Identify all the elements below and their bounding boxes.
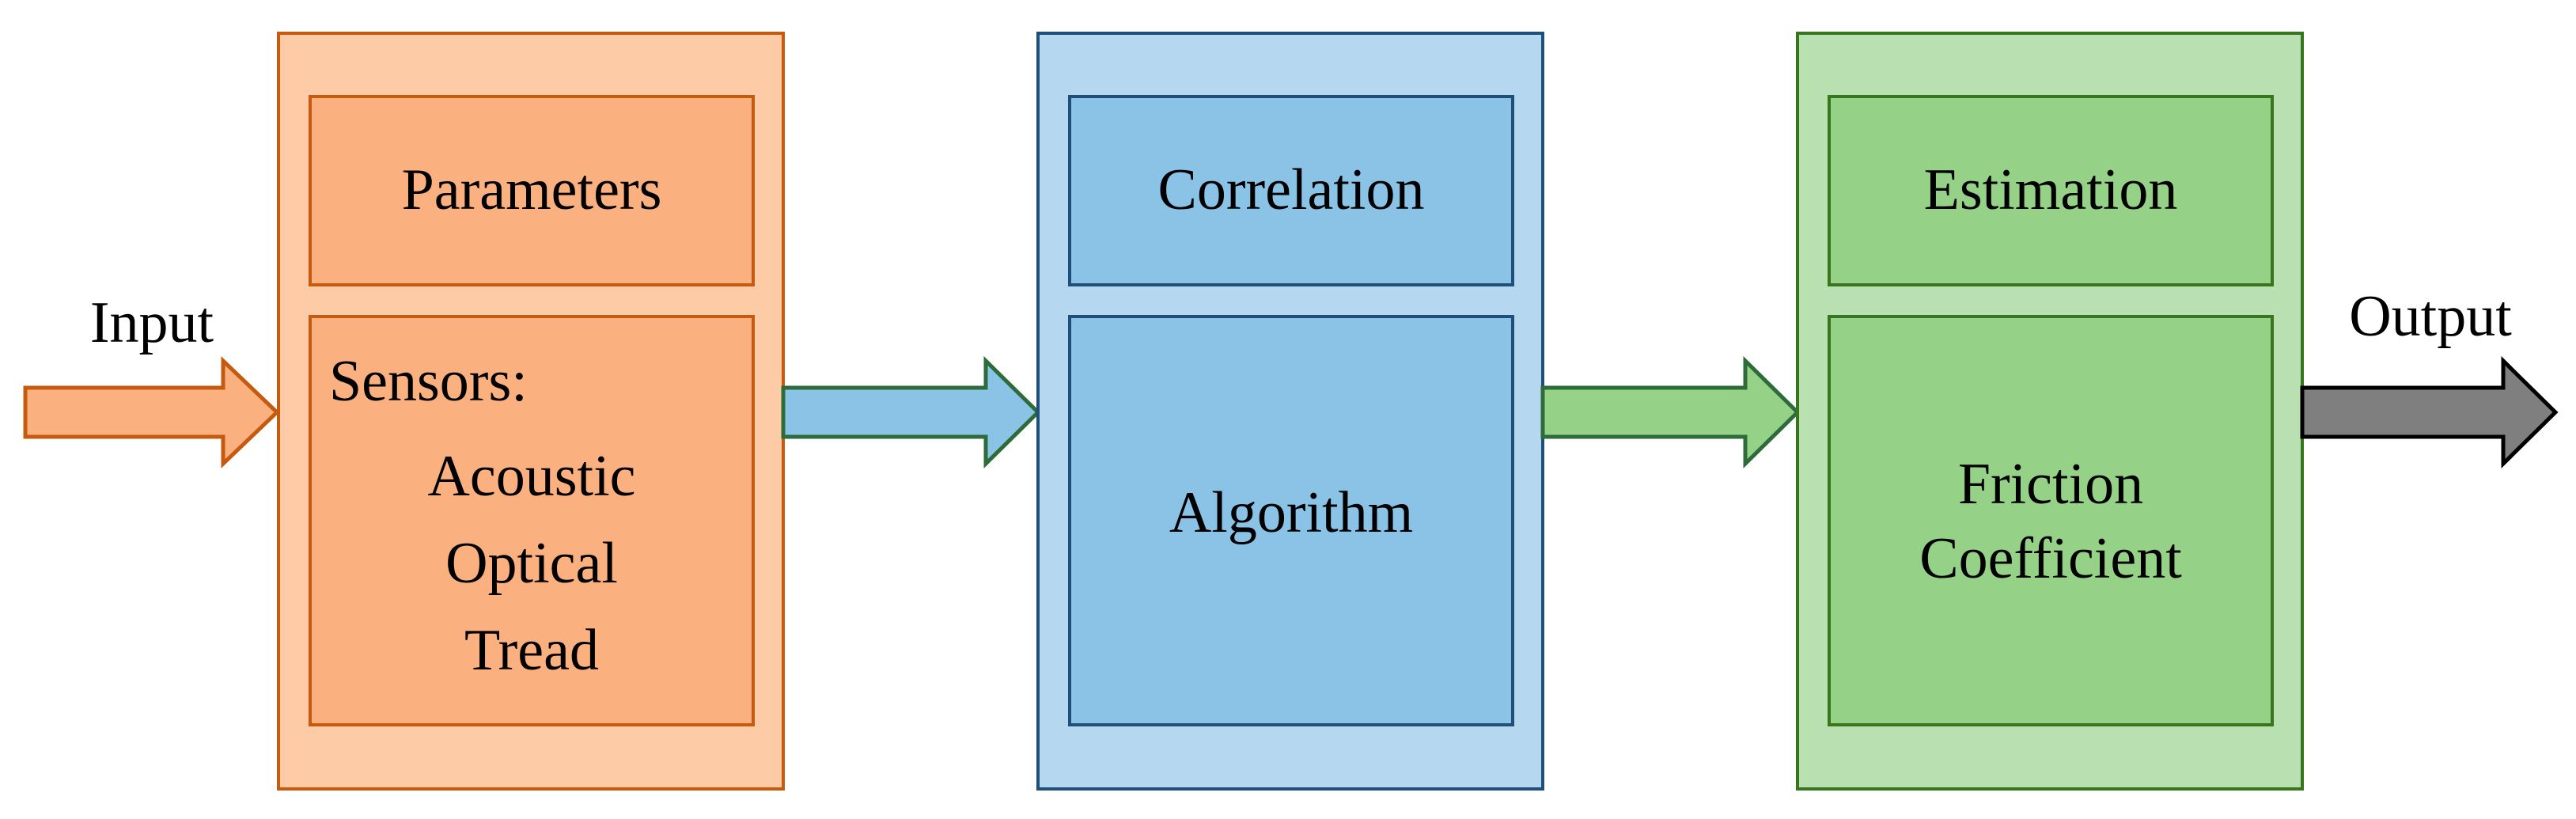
link-arrow-2 (1540, 356, 1801, 468)
input-label: Input (90, 290, 214, 355)
parameters-header-box (309, 95, 755, 286)
sensor-item-optical: Optical (445, 531, 618, 596)
sensor-item-tread: Tread (464, 618, 599, 683)
algorithm-label: Algorithm (1169, 480, 1413, 545)
algorithm-box (1068, 315, 1514, 726)
output-arrow (2300, 356, 2559, 468)
sensors-box (309, 315, 755, 726)
correlation-block: Correlation Algorithm (1036, 32, 1544, 791)
output-label: Output (2349, 284, 2512, 349)
sensors-title: Sensors: (329, 349, 528, 414)
sensor-item-acoustic: Acoustic (427, 444, 635, 509)
parameters-header-label: Parameters (402, 157, 662, 222)
estimation-header-label: Estimation (1924, 157, 2178, 222)
input-arrow (23, 356, 280, 468)
friction-label: Friction (1958, 452, 2143, 517)
coefficient-label: Coefficient (1919, 526, 2182, 591)
estimation-block: Estimation Friction Coefficient (1796, 32, 2304, 791)
friction-coefficient-box (1828, 315, 2274, 726)
correlation-header-box (1068, 95, 1514, 286)
link-arrow-1 (781, 356, 1041, 468)
correlation-header-label: Correlation (1157, 157, 1424, 222)
estimation-header-box (1828, 95, 2274, 286)
parameters-block: Parameters Sensors: Acoustic Optical Tre… (277, 32, 785, 791)
